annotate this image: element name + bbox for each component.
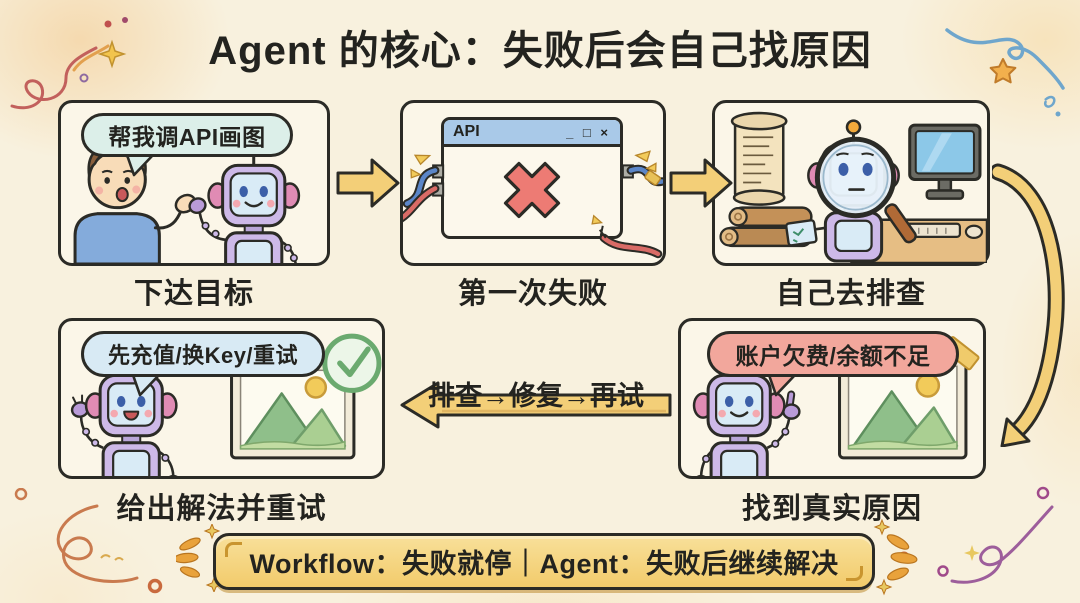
window-controls-icons: _ □ × [566, 124, 611, 140]
flow-arrow-right-icon [336, 158, 400, 208]
panel-self-investigate [712, 100, 990, 266]
speech-bubble-cause: 账户欠费/余额不足 [707, 331, 959, 377]
scroll-icon [730, 111, 788, 206]
caption-first-failure: 第一次失败 [457, 278, 608, 310]
ray-sparkles-icon [873, 518, 918, 596]
caption-solution-retry: 给出解法并重试 [116, 493, 327, 525]
panel-real-cause: 账户欠费/余额不足 [678, 318, 986, 479]
sun-icon [915, 373, 941, 398]
flow-arrow-curved-icon [992, 163, 1065, 447]
panel-solution-retry: 先充值/换Key/重试 [58, 318, 385, 479]
curly-streamer-icon [10, 17, 128, 110]
check-badge-icon [322, 333, 382, 393]
page-title: Agent 的核心：失败后会自己找原因 [208, 29, 872, 73]
speech-bubble-solution-text: 先充值/换Key/重试 [107, 343, 299, 368]
panel-first-failure: API _ □ × [400, 100, 666, 266]
magnifier-robot-figure [785, 119, 917, 263]
summary-banner-text: Workflow：失败就停｜Agent：失败后继续解决 [249, 549, 839, 579]
flow-arrow-right-icon [669, 158, 733, 208]
curly-streamer-icon [945, 28, 1065, 117]
picture-icon [230, 333, 382, 460]
loop-arrow-left-icon [400, 381, 672, 429]
computer-icon [908, 123, 982, 200]
magnifier-icon [814, 136, 917, 244]
robot-figure [188, 139, 301, 263]
sun-icon [304, 376, 328, 399]
caption-self-investigate: 自己去排查 [775, 278, 926, 310]
robot-figure [70, 349, 178, 476]
error-x-icon [503, 161, 561, 219]
star-icon [989, 58, 1017, 84]
window-body [444, 147, 620, 233]
sparkle-star-icon [97, 39, 127, 69]
loop-arrow-label: 排查→修复→再试 [428, 381, 644, 411]
curly-streamer-icon [14, 488, 163, 594]
spark-icon [410, 150, 657, 225]
caption-real-cause: 找到真实原因 [741, 493, 922, 525]
window-title: API [453, 123, 480, 140]
window-titlebar: API _ □ × [444, 120, 620, 147]
broken-wires-graphic [403, 150, 663, 259]
robot-pointing-figure [692, 336, 980, 476]
speech-bubble-solution: 先充值/换Key/重试 [81, 331, 325, 377]
picture-icon [838, 336, 980, 460]
summary-banner: Workflow：失败就停｜Agent：失败后继续解决 [213, 533, 875, 590]
sparkle-star-icon [964, 545, 980, 561]
speech-bubble-cause-text: 账户欠费/余额不足 [735, 343, 931, 369]
robot-investigating-figure [719, 111, 987, 263]
panel-give-goal: 帮我调API画图 [58, 100, 330, 266]
robot-solution-figure [70, 333, 382, 476]
caption-give-goal: 下达目标 [133, 278, 254, 310]
speech-bubble-goal: 帮我调API画图 [81, 113, 293, 157]
speech-bubble-goal-text: 帮我调API画图 [108, 124, 266, 150]
robot-figure [692, 349, 801, 476]
mouse-icon [964, 224, 984, 239]
